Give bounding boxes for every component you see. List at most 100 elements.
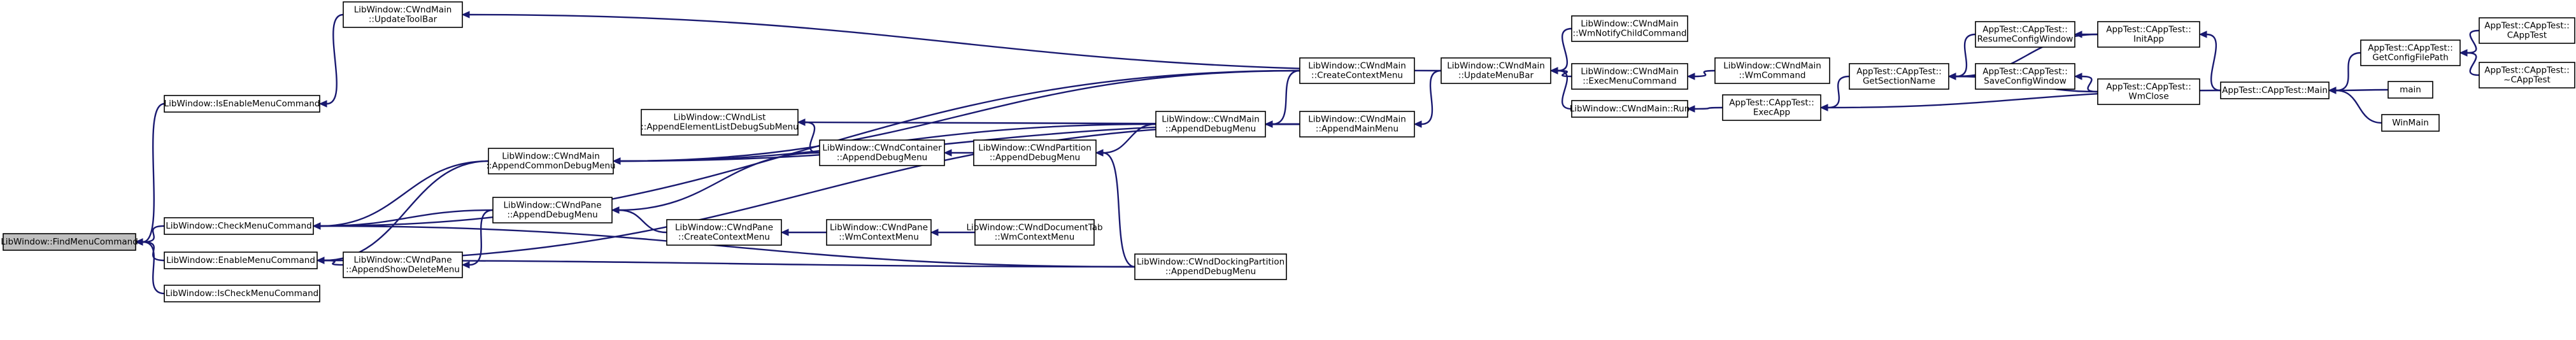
call-edge: [2328, 87, 2382, 124]
call-edge: [2074, 31, 2098, 38]
call-edge: [1549, 27, 1572, 74]
graph-node[interactable]: AppTest::CAppTest::SaveConfigWindow: [1975, 63, 2075, 90]
call-edge: [312, 222, 1135, 268]
edge-arrowhead: [2459, 49, 2468, 57]
node-box: [2479, 62, 2575, 89]
graph-node[interactable]: AppTest::CAppTest::~CAppTest: [2479, 62, 2575, 89]
graph-node[interactable]: LibWindow::CWndMain::AppendCommonDebugMe…: [486, 148, 616, 174]
edge-arrowhead: [2328, 87, 2337, 94]
edge-line: [618, 152, 820, 211]
node-label-line: ~CAppTest: [2503, 75, 2551, 85]
graph-node[interactable]: LibWindow::CWndMain::Run: [1570, 100, 1690, 118]
graph-node[interactable]: LibWindow::IsCheckMenuCommand: [164, 285, 320, 302]
edge-arrowhead: [611, 206, 620, 214]
graph-node[interactable]: LibWindow::EnableMenuCommand: [164, 251, 318, 269]
call-edge: [1686, 105, 1723, 113]
edge-arrowhead: [930, 229, 939, 236]
call-edge: [612, 69, 1300, 165]
node-box: [2381, 114, 2440, 132]
node-label-line: GetConfigFilePath: [2372, 53, 2449, 63]
node-label-line: SaveConfigWindow: [1984, 76, 2067, 87]
graph-node[interactable]: AppTest::CAppTest::CAppTest: [2479, 17, 2575, 44]
graph-node[interactable]: LibWindow::IsEnableMenuCommand: [164, 95, 320, 113]
graph-node[interactable]: AppTest::CAppTest::ResumeConfigWindow: [1975, 21, 2075, 48]
graph-node[interactable]: LibWindow::CWndMain::UpdateMenuBar: [1441, 57, 1551, 84]
graph-node[interactable]: LibWindow::CWndMain::AppendMainMenu: [1299, 111, 1415, 138]
node-box: [343, 1, 463, 28]
graph-node[interactable]: LibWindow::CWndDockingPartition::AppendD…: [1134, 253, 1287, 280]
node-box: [164, 217, 314, 235]
edge-arrowhead: [461, 261, 470, 269]
graph-node[interactable]: LibWindow::CWndMain::WmNotifyChildComman…: [1571, 15, 1688, 42]
edge-arrowhead: [134, 238, 143, 246]
node-label-line: LibWindow::CWndMain: [1308, 115, 1406, 125]
graph-node[interactable]: main: [2387, 81, 2433, 99]
node-label-line: LibWindow::CWndMain: [502, 152, 600, 162]
call-edge: [780, 229, 827, 236]
node-label-line: AppTest::CAppTest::: [2106, 25, 2191, 35]
graph-node[interactable]: LibWindow::CWndDocumentTab::WmContextMen…: [966, 219, 1103, 246]
node-box: [819, 139, 945, 166]
graph-node[interactable]: LibWindow::CWndPane::WmContextMenu: [826, 219, 932, 246]
graph-node[interactable]: LibWindow::CWndPartition::AppendDebugMen…: [973, 139, 1097, 166]
graph-node[interactable]: LibWindow::CWndList::AppendElementListDe…: [641, 109, 799, 136]
graph-node[interactable]: LibWindow::CheckMenuCommand: [164, 217, 314, 235]
node-box: [974, 219, 1095, 246]
node-label-line: main: [2400, 85, 2421, 95]
call-edge: [1413, 69, 1442, 128]
node-label-line: CAppTest: [2507, 31, 2547, 41]
node-box: [1722, 94, 1821, 121]
node-label-line: ::UpdateToolBar: [369, 15, 438, 25]
edge-line: [2466, 52, 2480, 76]
graph-node[interactable]: AppTest::CAppTest::GetConfigFilePath: [2360, 39, 2461, 66]
graph-node[interactable]: LibWindow::CWndMain::WmCommand: [1714, 57, 1830, 84]
edge-line: [324, 123, 1300, 262]
node-label-line: ::AppendDebugMenu: [990, 153, 1080, 163]
graph-node[interactable]: AppTest::CAppTest::ExecApp: [1722, 94, 1821, 121]
node-box: [826, 219, 932, 246]
node-box: [164, 285, 320, 302]
root-node[interactable]: LibWindow::FindMenuCommand: [1, 233, 138, 251]
edge-arrowhead: [1413, 120, 1422, 128]
edge-line: [804, 121, 820, 154]
graph-node[interactable]: LibWindow::CWndPane::AppendShowDeleteMen…: [343, 251, 463, 278]
graph-node[interactable]: LibWindow::CWndMain::AppendDebugMenu: [1155, 111, 1266, 138]
node-label-line: LibWindow::CWndMain: [1447, 61, 1545, 71]
graph-node[interactable]: AppTest::CAppTest::Main: [2220, 81, 2330, 99]
graph-node[interactable]: LibWindow::CWndPane::CreateContextMenu: [666, 219, 782, 246]
edge-arrowhead: [318, 100, 327, 108]
edge-line: [1421, 69, 1442, 125]
graph-node[interactable]: LibWindow::CWndMain::UpdateToolBar: [343, 1, 463, 28]
node-box: [2097, 78, 2200, 105]
node-label-line: LibWindow::CWndMain: [1723, 61, 1821, 71]
graph-node[interactable]: AppTest::CAppTest::WmClose: [2097, 78, 2200, 105]
edge-arrowhead: [1686, 105, 1695, 113]
edge-line: [2335, 52, 2361, 92]
node-label-line: AppTest::CAppTest::: [1729, 98, 1814, 108]
edge-line: [2081, 75, 2098, 93]
graph-node[interactable]: AppTest::CAppTest::GetSectionName: [1849, 63, 1949, 90]
node-box: [1975, 21, 2075, 48]
node-box: [641, 109, 799, 136]
node-label-line: ::WmCommand: [1739, 71, 1806, 81]
edge-arrowhead: [316, 257, 325, 264]
node-label-line: LibWindow::EnableMenuCommand: [166, 255, 315, 266]
graph-node[interactable]: LibWindow::CWndContainer::AppendDebugMen…: [819, 139, 945, 166]
edge-arrowhead: [1095, 149, 1104, 157]
graph-node[interactable]: WinMain: [2381, 114, 2440, 132]
edge-line: [2335, 89, 2382, 124]
node-label-line: ::AppendDebugMenu: [1165, 267, 1256, 277]
graph-node[interactable]: LibWindow::CWndMain::CreateContextMenu: [1299, 57, 1415, 84]
graph-node[interactable]: AppTest::CAppTest::InitApp: [2097, 21, 2200, 48]
node-label-line: ::AppendDebugMenu: [837, 153, 927, 163]
node-label-line: LibWindow::CWndMain::Run: [1570, 104, 1690, 114]
node-label-line: AppTest::CAppTest::: [1856, 67, 1942, 77]
edge-arrowhead: [2074, 73, 2082, 80]
node-box: [1299, 111, 1415, 138]
node-box: [492, 197, 613, 223]
graph-node[interactable]: LibWindow::CWndPane::AppendDebugMenu: [492, 197, 613, 223]
graph-node[interactable]: LibWindow::CWndMain::ExecMenuCommand: [1571, 63, 1688, 90]
node-label-line: LibWindow::CWndPartition: [978, 143, 1092, 153]
node-label-line: LibWindow::IsCheckMenuCommand: [166, 288, 318, 299]
node-label-line: LibWindow::CWndPane: [830, 223, 928, 233]
